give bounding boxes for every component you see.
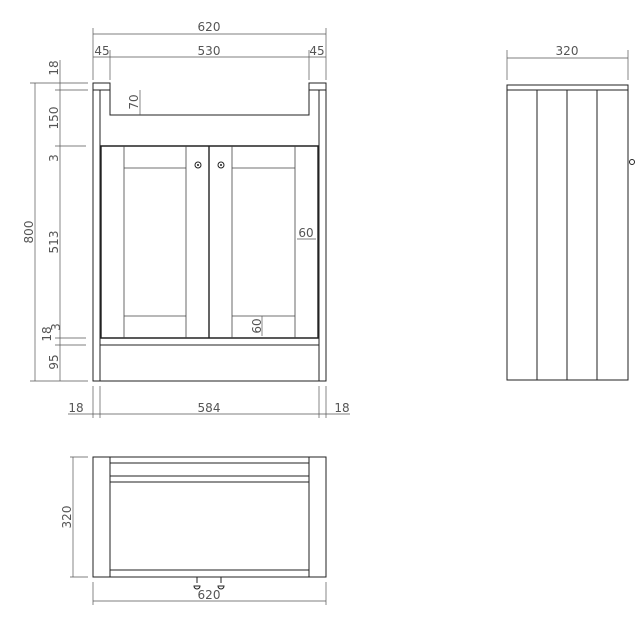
plan-view: 320 620 [60,456,327,605]
side-view: 320 [506,44,635,381]
left-door-knob-icon [194,161,202,169]
dim-left-side: 18 [68,401,83,415]
dim-right-overhang: 45 [309,44,324,58]
dim-stile-width: 60 [298,226,313,240]
dim-basin-depth: 70 [127,94,141,109]
dim-plinth-height: 95 [47,354,61,369]
dim-upper-rail: 150 [47,107,61,130]
dim-door-gap-top: 3 [47,154,61,162]
dim-plan-depth: 320 [60,506,74,529]
front-view [92,82,327,382]
dim-overall-width: 620 [198,20,221,34]
dim-side-depth: 320 [556,44,579,58]
right-door-knob-icon [217,161,225,169]
dim-plan-width: 620 [198,588,221,602]
dim-overall-height: 800 [22,221,36,244]
side-knob-icon [629,159,635,165]
dim-inner-width: 584 [198,401,221,415]
dim-door-gap-bottom: 3 [49,323,63,331]
front-dimensions: 620 45 530 45 800 18 150 3 513 3 18 95 7… [22,20,350,418]
dim-basin-width: 530 [198,44,221,58]
dim-top-thickness: 18 [47,60,61,75]
dim-rail-height: 60 [250,318,264,333]
dim-left-overhang: 45 [94,44,109,58]
dim-right-side: 18 [334,401,349,415]
dim-door-height: 513 [47,231,61,254]
tap-icon [193,577,225,590]
dim-plinth-rail: 18 [40,326,54,341]
